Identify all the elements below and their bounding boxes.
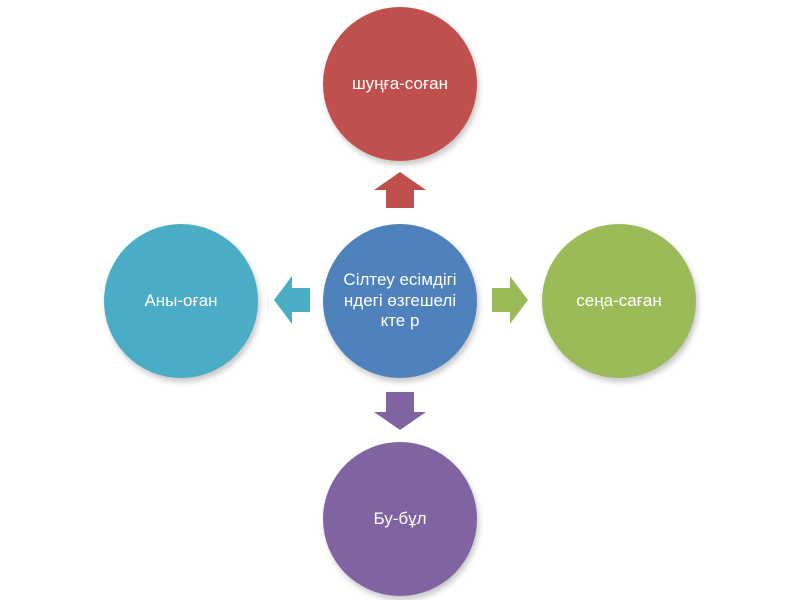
node-right: сеңа-саған xyxy=(542,224,696,378)
arrow-left-icon xyxy=(274,276,310,324)
arrow-right-icon xyxy=(492,276,528,324)
node-center-label: Сілтеу есімдігіндегі өзгешелікте р xyxy=(343,270,457,331)
node-top-label: шуңға-соған xyxy=(351,73,449,93)
node-bottom-label: Бу-бұл xyxy=(373,508,427,528)
node-center: Сілтеу есімдігіндегі өзгешелікте р xyxy=(323,224,477,378)
node-right-label: сеңа-саған xyxy=(576,290,662,310)
node-left-label: Аны-оған xyxy=(144,290,218,310)
node-bottom: Бу-бұл xyxy=(323,442,477,596)
arrow-down-icon xyxy=(374,392,426,430)
node-left: Аны-оған xyxy=(104,224,258,378)
node-top: шуңға-соған xyxy=(323,7,477,161)
arrow-up-icon xyxy=(374,172,426,208)
